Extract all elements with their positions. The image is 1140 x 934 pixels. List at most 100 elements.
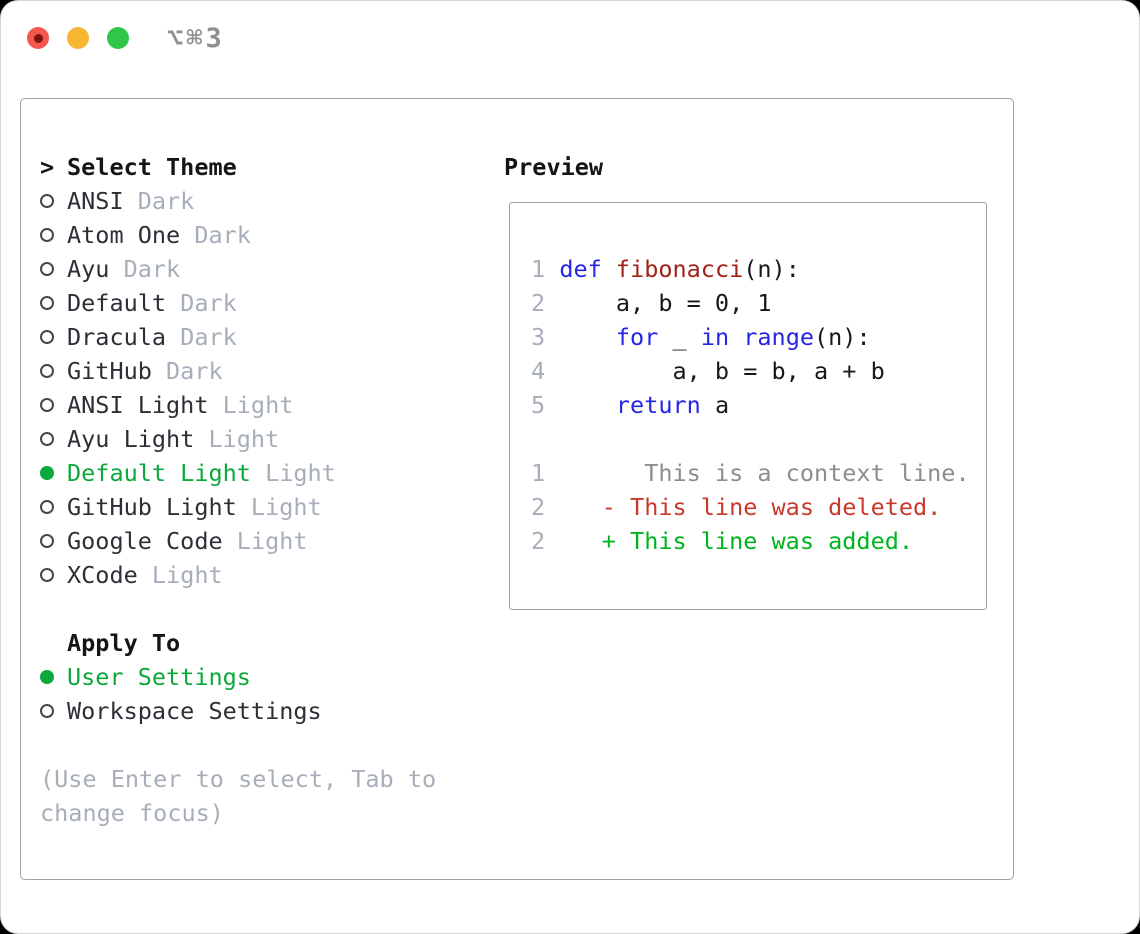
- radio-unselected-icon: [40, 568, 67, 582]
- theme-variant: Light: [137, 561, 223, 589]
- code-segment: [545, 255, 559, 283]
- theme-variant: Light: [194, 425, 280, 453]
- radio-unselected-icon: [40, 296, 67, 310]
- code-segment: a, b = 0, 1: [545, 289, 772, 317]
- diff-preview: 1 This is a context line.2 - This line w…: [531, 456, 986, 558]
- diff-line: 1 This is a context line.: [531, 456, 986, 490]
- theme-option-ayu-light-light[interactable]: Ayu Light Light: [40, 422, 486, 456]
- radio-selected-icon: [40, 670, 67, 684]
- select-theme-header: > Select Theme: [40, 150, 486, 184]
- apply-option-user-settings[interactable]: User Settings: [40, 660, 486, 694]
- code-segment: (n):: [814, 323, 871, 351]
- theme-name: GitHub: [67, 357, 152, 385]
- code-segment: (n):: [743, 255, 800, 283]
- theme-variant: Dark: [123, 187, 195, 215]
- line-number: 1: [531, 459, 546, 487]
- line-number: 4: [531, 357, 546, 385]
- zoom-button[interactable]: [107, 27, 129, 49]
- radio-unselected-icon: [40, 228, 67, 242]
- radio-unselected-icon: [40, 194, 67, 208]
- theme-option-ansi-light-light[interactable]: ANSI Light Light: [40, 388, 486, 422]
- line-number: 1: [531, 255, 546, 283]
- line-number: 5: [531, 391, 546, 419]
- code-line: 2 a, b = 0, 1: [531, 286, 986, 320]
- code-segment: a: [700, 391, 730, 419]
- traffic-lights: [27, 27, 129, 49]
- line-number: 3: [531, 323, 546, 351]
- spacer: [40, 728, 486, 762]
- theme-option-ayu-dark[interactable]: Ayu Dark: [40, 252, 486, 286]
- theme-name: GitHub Light: [67, 493, 237, 521]
- spacer: [40, 592, 486, 626]
- theme-option-xcode-light[interactable]: XCode Light: [40, 558, 486, 592]
- keyboard-hint: (Use Enter to select, Tab to change focu…: [40, 765, 437, 827]
- theme-name: ANSI: [67, 187, 124, 215]
- line-number: 2: [531, 527, 546, 555]
- radio-unselected-icon: [40, 704, 67, 718]
- code-segment: [545, 323, 616, 351]
- apply-to-title: Apply To: [67, 629, 181, 657]
- code-segment: _: [658, 323, 701, 351]
- theme-name: Dracula: [67, 323, 167, 351]
- apply-option-label: Workspace Settings: [67, 697, 322, 725]
- radio-unselected-icon: [40, 500, 67, 514]
- theme-option-google-code-light[interactable]: Google Code Light: [40, 524, 486, 558]
- code-line: 5 return a: [531, 388, 986, 422]
- theme-variant: Dark: [166, 323, 237, 351]
- theme-name: Ayu Light: [67, 425, 195, 453]
- radio-unselected-icon: [40, 330, 67, 344]
- theme-name: Atom One: [67, 221, 181, 249]
- code-line: 1 def fibonacci(n):: [531, 252, 986, 286]
- theme-option-ansi-dark[interactable]: ANSI Dark: [40, 184, 486, 218]
- spacer: [531, 422, 986, 456]
- prompt-icon: >: [40, 153, 55, 181]
- theme-variant: Light: [236, 493, 322, 521]
- theme-variant: Dark: [109, 255, 181, 283]
- radio-unselected-icon: [40, 364, 67, 378]
- code-segment: This is a context line.: [545, 459, 970, 487]
- apply-option-label: User Settings: [67, 663, 251, 691]
- radio-selected-icon: [40, 466, 67, 480]
- line-number: 2: [531, 289, 546, 317]
- theme-variant: Light: [208, 391, 294, 419]
- code-segment: in: [700, 323, 730, 351]
- theme-option-default-light-light[interactable]: Default Light Light: [40, 456, 486, 490]
- theme-variant: Dark: [151, 357, 223, 385]
- code-segment: return: [615, 391, 701, 419]
- theme-option-atom-one-dark[interactable]: Atom One Dark: [40, 218, 486, 252]
- code-segment: fibonacci: [615, 255, 744, 283]
- window-title: ⌥⌘3: [167, 22, 225, 54]
- prompt-marker: >: [40, 153, 67, 181]
- radio-unselected-icon: [40, 534, 67, 548]
- theme-variant: Light: [222, 527, 308, 555]
- theme-name: Default: [67, 289, 167, 317]
- theme-option-dracula-dark[interactable]: Dracula Dark: [40, 320, 486, 354]
- code-line: 4 a, b = b, a + b: [531, 354, 986, 388]
- radio-unselected-icon: [40, 262, 67, 276]
- theme-option-default-dark[interactable]: Default Dark: [40, 286, 486, 320]
- diff-line: 2 + This line was added.: [531, 524, 986, 558]
- code-line: 3 for _ in range(n):: [531, 320, 986, 354]
- code-segment: [602, 255, 616, 283]
- close-button[interactable]: [27, 27, 49, 49]
- minimize-button[interactable]: [67, 27, 89, 49]
- code-segment: for: [615, 323, 659, 351]
- theme-name: XCode: [67, 561, 138, 589]
- select-theme-title: Select Theme: [67, 153, 237, 181]
- code-segment: + This line was added.: [545, 527, 914, 555]
- apply-option-workspace-settings[interactable]: Workspace Settings: [40, 694, 486, 728]
- code-segment: a, b = b, a + b: [545, 357, 885, 385]
- code-segment: [729, 323, 743, 351]
- radio-unselected-icon: [40, 398, 67, 412]
- theme-variant: Light: [250, 459, 336, 487]
- radio-unselected-icon: [40, 432, 67, 446]
- theme-option-github-dark[interactable]: GitHub Dark: [40, 354, 486, 388]
- theme-option-github-light-light[interactable]: GitHub Light Light: [40, 490, 486, 524]
- preview-title: Preview: [504, 153, 604, 181]
